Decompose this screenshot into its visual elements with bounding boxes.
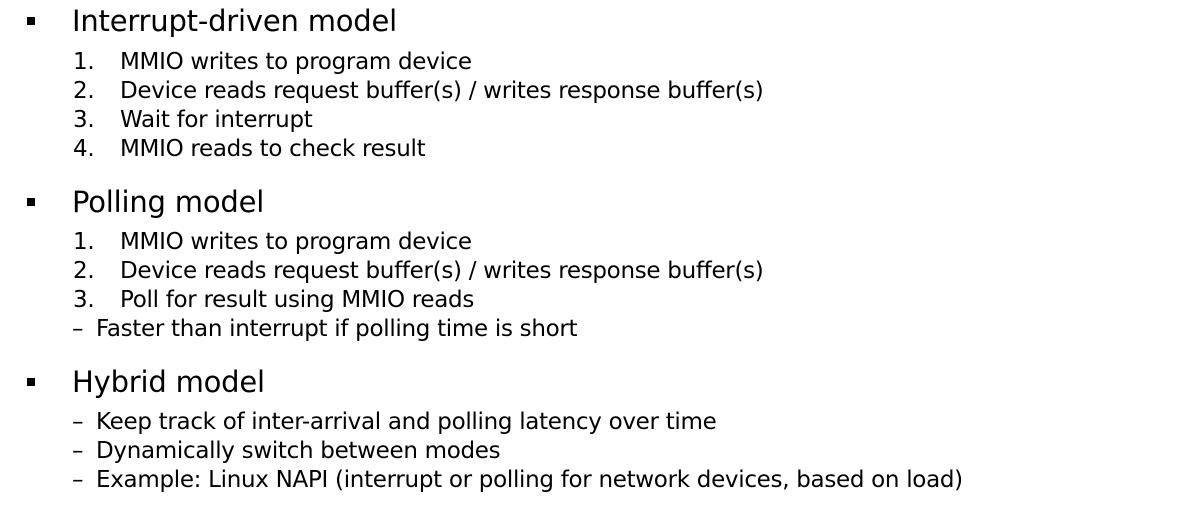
list-number: 1. xyxy=(73,229,95,255)
list-text: MMIO reads to check result xyxy=(120,136,426,162)
bullet-marker xyxy=(27,378,35,386)
sub-item-text: Example: Linux NAPI (interrupt or pollin… xyxy=(96,467,963,493)
list-number: 3. xyxy=(73,107,95,133)
sub-item-text: Dynamically switch between modes xyxy=(96,438,501,464)
list-number: 2. xyxy=(73,78,95,104)
section-heading-interrupt: Interrupt-driven model xyxy=(72,4,397,38)
dash-marker: – xyxy=(72,467,84,493)
bullet-marker xyxy=(27,17,35,25)
list-text: Device reads request buffer(s) / writes … xyxy=(120,258,764,284)
list-text: Poll for result using MMIO reads xyxy=(120,287,475,313)
dash-marker: – xyxy=(72,438,84,464)
list-number: 1. xyxy=(73,49,95,75)
section-heading-hybrid: Hybrid model xyxy=(72,365,265,399)
list-text: MMIO writes to program device xyxy=(120,229,472,255)
list-text: MMIO writes to program device xyxy=(120,49,472,75)
dash-marker: – xyxy=(72,409,84,435)
list-text: Device reads request buffer(s) / writes … xyxy=(120,78,764,104)
sub-item-text: Faster than interrupt if polling time is… xyxy=(96,316,578,342)
list-text: Wait for interrupt xyxy=(120,107,313,133)
section-heading-polling: Polling model xyxy=(72,185,265,219)
bullet-marker xyxy=(27,198,35,206)
sub-item-text: Keep track of inter-arrival and polling … xyxy=(96,409,717,435)
list-number: 4. xyxy=(73,136,95,162)
dash-marker: – xyxy=(72,316,84,342)
list-number: 3. xyxy=(73,287,95,313)
list-number: 2. xyxy=(73,258,95,284)
